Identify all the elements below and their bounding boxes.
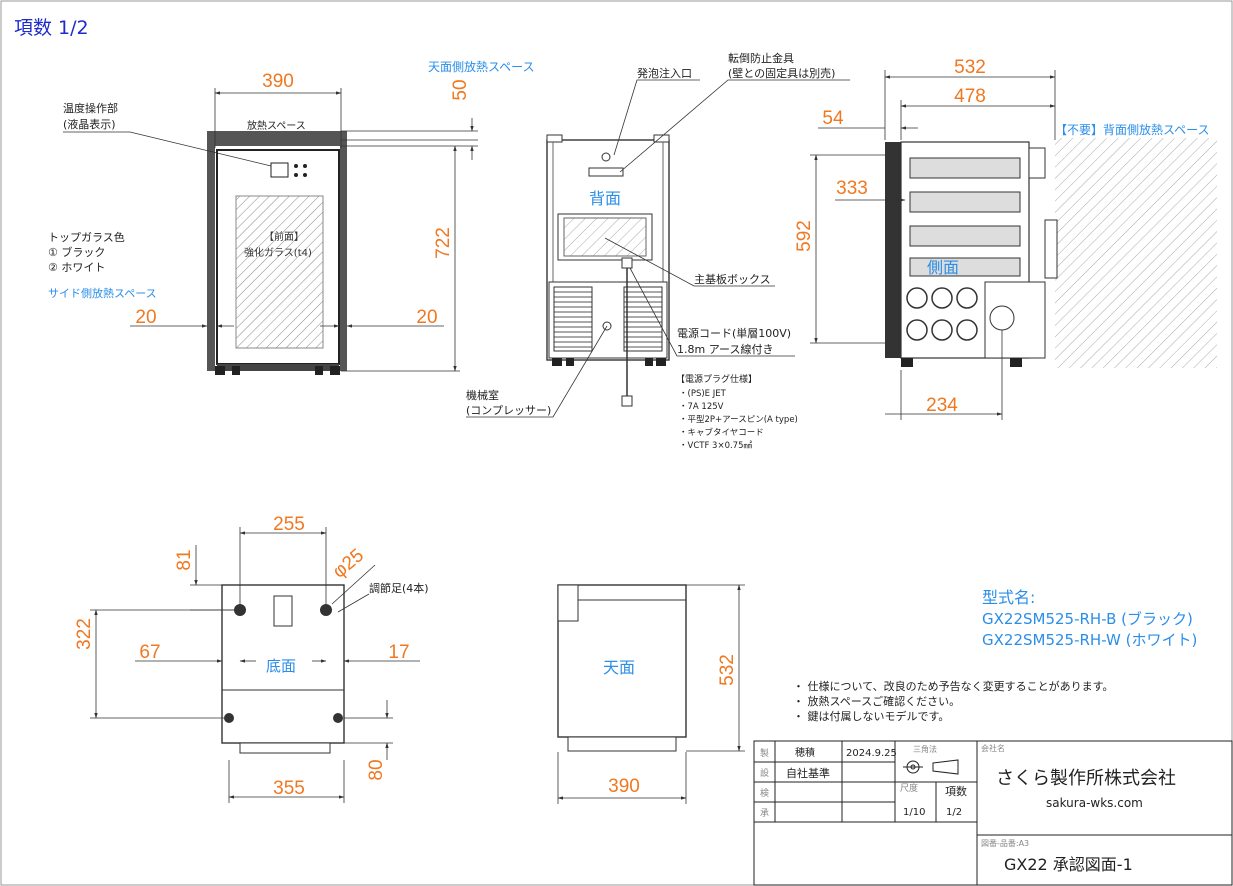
glass-text-2: 強化ガラス(t4) (244, 246, 312, 259)
row-label-approve: 承 (760, 808, 769, 819)
left-offset-dim: 67 (139, 642, 160, 663)
date-value: 2024.9.25 (846, 748, 897, 759)
front-width-dim: 390 (262, 71, 294, 92)
scale-value: 1/10 (903, 807, 925, 818)
drawing-title: GX22 承認図面-1 (1004, 855, 1133, 874)
foam-inlet-label: 発泡注入口 (637, 66, 692, 80)
top-depth-dim: 532 (717, 654, 738, 686)
title-block (753, 740, 1233, 886)
offset-dim: 54 (822, 108, 844, 129)
standard-value: 自社基準 (786, 766, 830, 780)
top-offset-dim: 81 (174, 549, 195, 570)
model-name-white: GX22SM525-RH-W (ホワイト) (982, 631, 1197, 649)
top-width-dim: 390 (608, 776, 640, 797)
model-title: 型式名: (982, 588, 1035, 607)
rear-space-label: 【不要】背面側放熱スペース (1055, 122, 1210, 137)
projection-label: 三角法 (913, 744, 937, 754)
bottom-view: 底面 255 81 φ25 調節足(4本) 322 67 17 80 (74, 514, 429, 803)
top-space-dim: 50 (450, 79, 471, 100)
side-right-dim: 20 (416, 307, 437, 328)
control-label-2: (液晶表示) (63, 117, 116, 131)
maker-value: 穂積 (795, 746, 815, 759)
front-height-dim: 722 (433, 227, 454, 259)
row-label-made: 製 (760, 747, 769, 759)
plug-spec-item: ・(PS)E JET (679, 389, 727, 399)
machine-room-label-1: 機械室 (466, 388, 499, 402)
leg-span-dim: 255 (273, 514, 305, 535)
board-box-label: 主基板ボックス (694, 272, 771, 286)
note-item: ・ 鍵は付属しないモデルです。 (793, 709, 949, 723)
bottom-label: 底面 (266, 657, 296, 675)
side-depth-dim: 532 (954, 57, 986, 78)
front-view: 放熱スペース 【前面】 強化ガラス(t4) 390 50 天面側放熱スペース 7… (48, 59, 535, 375)
plug-spec-title: 【電源プラグ仕様】 (676, 373, 757, 385)
machine-room-label-2: (コンプレッサー) (466, 404, 551, 417)
top-view: 天面 532 390 (557, 584, 745, 804)
bottom-width-dim: 355 (273, 778, 305, 799)
top-space-label: 天面側放熱スペース (428, 59, 535, 74)
row-label-check: 検 (760, 787, 769, 799)
body-depth-dim: 478 (954, 86, 986, 107)
model-name-black: GX22SM525-RH-B (ブラック) (982, 610, 1193, 628)
side-left-dim: 20 (135, 307, 156, 328)
row-label-design: 設 (760, 767, 769, 779)
bottom-offset-dim: 80 (366, 759, 387, 780)
antitip-label-1: 転倒防止金具 (728, 51, 794, 65)
glass-color-1: ① ブラック (48, 245, 105, 259)
company-label: 会社名 (981, 743, 1005, 753)
plug-spec-item: ・キャブタイヤコード (679, 427, 764, 438)
upper-dim: 333 (836, 178, 868, 199)
plug-spec-list: ・(PS)E JET ・7A 125V ・平型2P+アースピン(A type) … (679, 389, 798, 451)
side-label: 側面 (927, 258, 959, 277)
leveler-label: 調節足(4本) (369, 581, 429, 595)
power-cord-label-2: 1.8m アース線付き (677, 342, 774, 356)
leg-dim: 234 (926, 395, 958, 416)
note-item: ・ 仕様について、改良のため予告なく変更することがあります。 (793, 679, 1114, 693)
glass-text-1: 【前面】 (264, 230, 304, 243)
plug-spec-item: ・VCTF 3×0.75㎟ (679, 441, 752, 451)
antitip-label-2: (壁との固定具は別売) (728, 66, 835, 80)
company-url: sakura-wks.com (1046, 796, 1143, 810)
note-item: ・ 放熱スペースご確認ください。 (793, 694, 960, 708)
page-count-label: 項数 (945, 785, 967, 798)
plug-spec-item: ・7A 125V (679, 402, 724, 412)
title-block-text: 製 設 検 承 穂積 2024.9.25 自社基準 三角法 尺度 1/10 項数… (760, 743, 1176, 874)
company-name: さくら製作所株式会社 (996, 768, 1176, 789)
right-offset-dim: 17 (388, 642, 409, 663)
glass-color-title: トップガラス色 (48, 230, 125, 244)
side-view: 【不要】背面側放熱スペース 側面 532 478 54 (794, 57, 1217, 420)
page-count-value: 1/2 (946, 807, 962, 818)
control-label-1: 温度操作部 (63, 101, 118, 115)
top-label: 天面 (603, 658, 635, 677)
side-space-label: サイド側放熱スペース (48, 286, 157, 300)
heat-space-label: 放熱スペース (247, 119, 306, 132)
scale-label: 尺度 (900, 782, 918, 794)
side-height-dim: 592 (794, 220, 815, 252)
power-cord-label-1: 電源コード(単層100V) (677, 326, 791, 340)
back-label: 背面 (589, 189, 621, 208)
plug-spec-item: ・平型2P+アースピン(A type) (679, 415, 798, 425)
drawing-no-label: 図番-品番:A3 (981, 838, 1029, 848)
page-label: 項数 1/2 (14, 17, 89, 39)
bottom-depth-dim: 322 (74, 618, 95, 650)
notes: ・ 仕様について、改良のため予告なく変更することがあります。 ・ 放熱スペースご… (793, 679, 1114, 723)
back-view: 背面 発泡注入口 転倒防止金具 (壁との固定具は別売) 主基板ボックス 電源コー… (466, 51, 850, 451)
model-block: 型式名: GX22SM525-RH-B (ブラック) GX22SM525-RH-… (982, 588, 1197, 649)
glass-color-2: ② ホワイト (48, 261, 105, 274)
